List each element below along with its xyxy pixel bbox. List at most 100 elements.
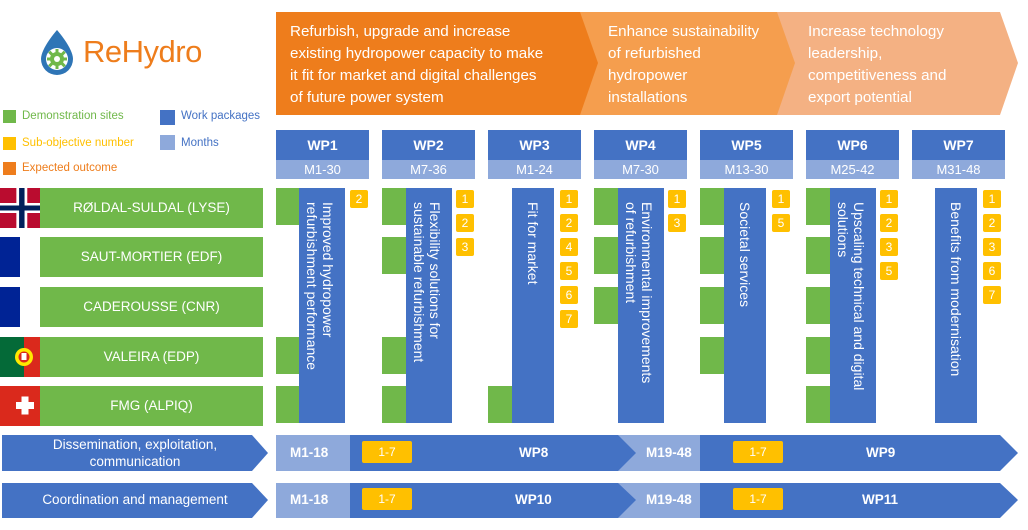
- wp7-subobjective-badge: 3: [983, 238, 1001, 256]
- wp2-header: WP2: [382, 130, 475, 160]
- wp11-subobjective-pill: 1-7: [733, 488, 783, 510]
- legend-swatch-expected-outcome: [3, 162, 16, 175]
- wp4-months: M7-30: [594, 160, 687, 179]
- wp3-bar: Fit for market: [512, 188, 554, 423]
- legend-label-demonstration-sites: Demonstration sites: [22, 110, 124, 122]
- water-drop-gear-icon: [41, 30, 73, 75]
- wp4-site-roldal: [594, 188, 618, 225]
- wp3-subobjective-badge: 6: [560, 286, 578, 304]
- wp1-header: WP1: [276, 130, 369, 160]
- wp10-months: M1-18: [290, 492, 329, 507]
- wp6-subobjective-badge: 3: [880, 238, 898, 256]
- wp9-subobjective-pill: 1-7: [733, 441, 783, 463]
- wp5-site-caderousse: [700, 287, 724, 324]
- wp11-months: M19-48: [646, 492, 692, 507]
- wp2-site-roldal: [382, 188, 406, 225]
- legend-label-expected-outcome: Expected outcome: [22, 162, 118, 174]
- wp2-site-saut-mortier: [382, 237, 406, 274]
- wp5-title: Societal services: [737, 202, 753, 308]
- wp6-site-saut-mortier: [806, 237, 830, 274]
- wp11-label: WP11: [862, 492, 899, 507]
- legend-swatch-sub-objective: [3, 137, 16, 150]
- outcome-arrows: [276, 12, 1018, 115]
- wp1-subobjective-badge: 2: [350, 190, 368, 208]
- outcome-arrow-3: [772, 12, 1018, 115]
- wp7-subobjective-badge: 7: [983, 286, 1001, 304]
- coordination-label: Coordination and management: [42, 492, 228, 507]
- wp1-site-valeira: [276, 337, 299, 374]
- wp10-subobjective-pill: 1-7: [362, 488, 412, 510]
- wp6-header: WP6: [806, 130, 899, 160]
- site-valeira: VALEIRA (EDP): [40, 337, 263, 377]
- wp7-title: Benefits from modernisation: [948, 202, 964, 377]
- legend-swatch-demonstration-sites: [3, 110, 16, 123]
- wp6-site-roldal: [806, 188, 830, 225]
- wp1-site-fmg: [276, 386, 299, 423]
- wp7-months: M31-48: [912, 160, 1005, 179]
- coordination-label-arrow: [2, 483, 268, 518]
- wp6-subobjective-badge: 2: [880, 214, 898, 232]
- wp5-subobjective-badge: 5: [772, 214, 790, 232]
- wp2-months: M7-36: [382, 160, 475, 179]
- site-fmg: FMG (ALPIQ): [40, 386, 263, 426]
- wp6-subobjective-badge: 5: [880, 262, 898, 280]
- wp4-subobjective-badge: 3: [668, 214, 686, 232]
- wp2-subobjective-badge: 3: [456, 238, 474, 256]
- wp5-header: WP5: [700, 130, 793, 160]
- rehydro-logo: ReHydro: [35, 28, 220, 78]
- logo-text: ReHydro: [83, 34, 202, 69]
- wp6-subobjective-badge: 1: [880, 190, 898, 208]
- wp9-arrow: [614, 435, 1018, 471]
- wp4-site-saut-mortier: [594, 237, 618, 274]
- wp3-subobjective-badge: 4: [560, 238, 578, 256]
- wp8-label: WP8: [519, 445, 549, 460]
- wp11-months-box: [618, 483, 700, 518]
- outcome-arrow-1: [276, 12, 598, 115]
- wp3-months: M1-24: [488, 160, 581, 179]
- wp6-site-caderousse: [806, 287, 830, 324]
- wp4-site-caderousse: [594, 287, 618, 324]
- wp2-subobjective-badge: 1: [456, 190, 474, 208]
- wp7-bar: Benefits from modernisation: [935, 188, 977, 423]
- wp3-subobjective-badge: 2: [560, 214, 578, 232]
- wp5-subobjective-badge: 1: [772, 190, 790, 208]
- wp10-months-box: [276, 483, 350, 518]
- wp6-months: M25-42: [806, 160, 899, 179]
- wp9-label: WP9: [866, 445, 896, 460]
- wp8-subobjective-pill: 1-7: [362, 441, 412, 463]
- outcome-arrow-2: [576, 12, 795, 115]
- wp2-subobjective-badge: 2: [456, 214, 474, 232]
- dissemination-label-arrow: [2, 435, 268, 471]
- dissemination-label: Dissemination, exploitation,communicatio…: [52, 437, 218, 469]
- wp5-site-roldal: [700, 188, 724, 225]
- site-saut-mortier: SAUT-MORTIER (EDF): [40, 237, 263, 277]
- wp2-site-fmg: [382, 386, 406, 423]
- legend-swatch-work-packages: [160, 110, 175, 125]
- wp7-header: WP7: [912, 130, 1005, 160]
- wp4-header: WP4: [594, 130, 687, 160]
- wp5-bar: Societal services: [724, 188, 766, 423]
- legend-swatch-months: [160, 135, 175, 150]
- wp3-subobjective-badge: 5: [560, 262, 578, 280]
- wp3-title: Fit for market: [525, 202, 541, 285]
- wp9-months-box: [618, 435, 700, 471]
- wp5-months: M13-30: [700, 160, 793, 179]
- wp9-months: M19-48: [646, 445, 692, 460]
- wp8-months: M1-18: [290, 445, 329, 460]
- wp7-subobjective-badge: 2: [983, 214, 1001, 232]
- wp3-site-fmg: [488, 386, 512, 423]
- site-caderousse: CADEROUSSE (CNR): [40, 287, 263, 327]
- wp5-site-valeira: [700, 337, 724, 374]
- wp11-arrow: [614, 483, 1018, 518]
- wp1-site-roldal: [276, 188, 299, 225]
- wp4-subobjective-badge: 1: [668, 190, 686, 208]
